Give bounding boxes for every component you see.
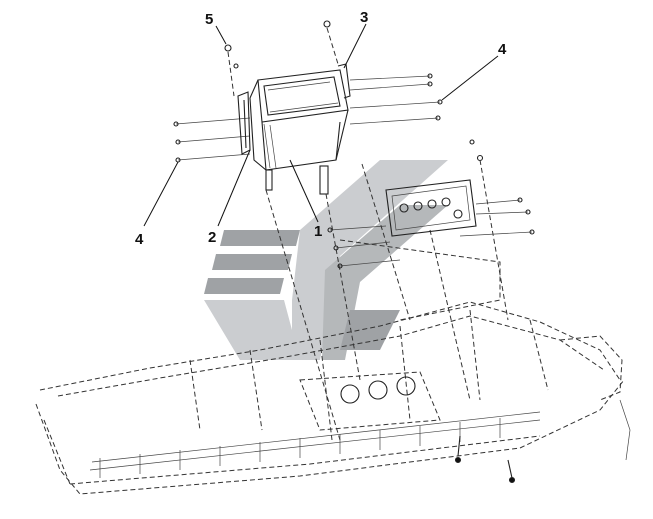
watermark-bar-3: [204, 278, 284, 294]
callout-4-lower: 4: [135, 231, 144, 248]
callout-1: 1: [314, 223, 322, 240]
watermark-wedge-left: [204, 300, 300, 360]
display-unit: [173, 20, 484, 195]
dashboard-frame: [35, 301, 631, 495]
callout-3: 3: [360, 9, 368, 26]
callout-leaders: [143, 23, 499, 227]
callout-2: 2: [208, 229, 216, 246]
watermark-bar-1: [220, 230, 300, 246]
brand-logo-watermark-icon: [204, 160, 448, 360]
callout-5: 5: [205, 11, 213, 28]
watermark-chevron-inner: [322, 205, 448, 360]
watermark-wedge-right: [340, 310, 400, 350]
assembly-guide-lines: [227, 27, 509, 441]
switch-panel: [327, 179, 535, 269]
watermark-chevron-outer: [292, 160, 448, 360]
callout-4-upper: 4: [498, 41, 507, 58]
mounting-bracket: [237, 91, 251, 155]
screw-set: [173, 20, 484, 163]
watermark-bar-2: [212, 254, 292, 270]
